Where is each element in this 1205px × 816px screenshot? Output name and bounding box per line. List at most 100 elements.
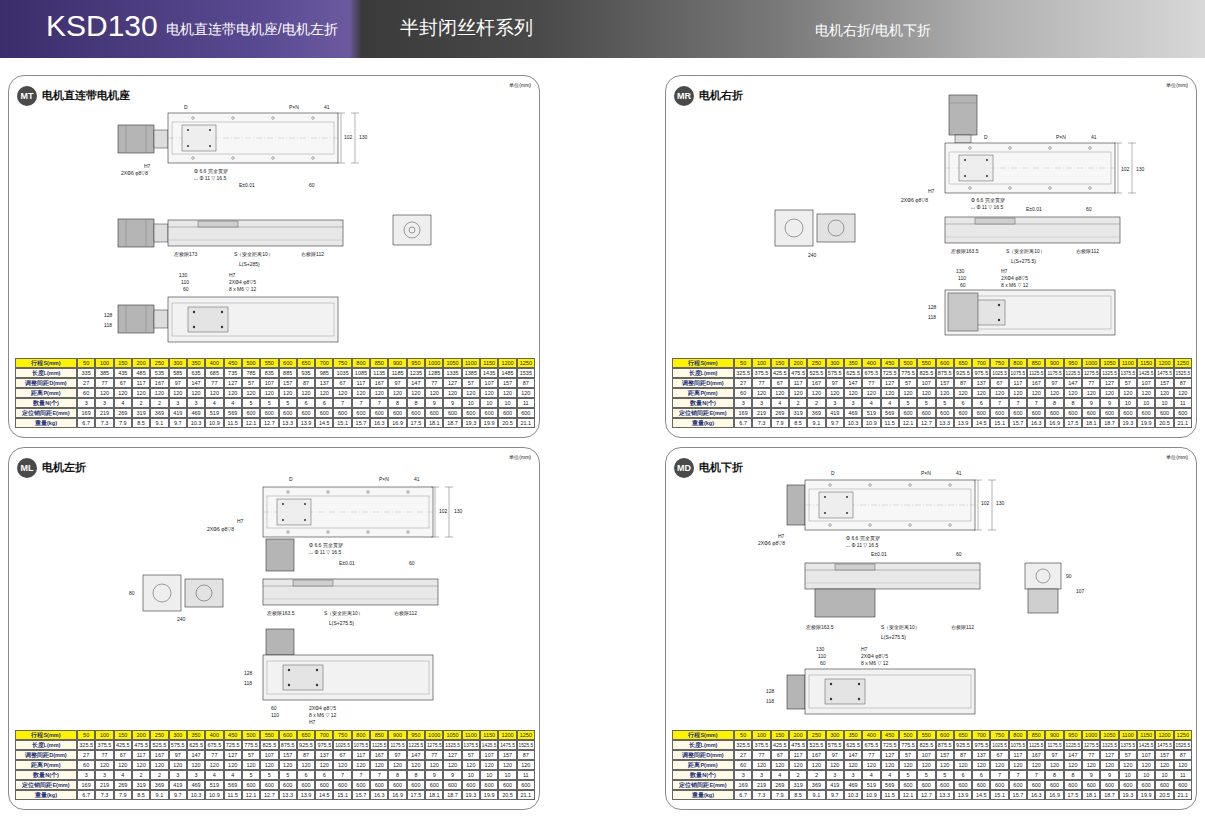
table-cell: 500 — [242, 730, 260, 740]
table-cell: 120 — [169, 760, 187, 770]
table-cell: 600 — [1100, 780, 1118, 790]
table-cell: 1225.5 — [1064, 740, 1082, 750]
table-cell: 12.7 — [917, 418, 935, 428]
dimension-label: 90 — [1066, 573, 1072, 579]
table-cell: 1275.5 — [1082, 368, 1100, 378]
table-cell: 77 — [425, 378, 443, 388]
table-cell: 750 — [990, 358, 1008, 368]
table-cell: 120 — [407, 760, 425, 770]
table-cell: 1100 — [462, 358, 480, 368]
table-cell: 3 — [844, 770, 862, 780]
table-cell: 6.7 — [77, 790, 95, 800]
table-cell: 20.5 — [1155, 418, 1173, 428]
table-cell: 120 — [917, 388, 935, 398]
table-cell: 3 — [169, 398, 187, 408]
table-cell: 147 — [844, 378, 862, 388]
table-cell: 350 — [844, 358, 862, 368]
table-cell: 120 — [1064, 388, 1082, 398]
table-cell: 375.5 — [95, 740, 113, 750]
table-cell: 6 — [315, 770, 333, 780]
table-cell: 875.5 — [936, 740, 954, 750]
table-cell: 120 — [315, 760, 333, 770]
table-cell: 10.9 — [862, 418, 880, 428]
table-cell: 1385 — [462, 368, 480, 378]
table-cell: 7.9 — [114, 418, 132, 428]
table-cell: 120 — [1027, 760, 1045, 770]
table-cell: 300 — [169, 358, 187, 368]
table-cell: 335 — [77, 368, 95, 378]
table-cell: 650 — [954, 730, 972, 740]
table-cell: 120 — [789, 760, 807, 770]
table-cell: 167 — [370, 378, 388, 388]
table-cell: 2 — [807, 398, 825, 408]
table-cell: 600 — [498, 780, 516, 790]
table-cell: 19.9 — [1137, 418, 1155, 428]
table-cell: 120 — [917, 760, 935, 770]
table-cell: 600 — [443, 408, 461, 418]
dimension-label: 右极限112 — [394, 610, 417, 616]
dimension-label: D — [289, 476, 293, 482]
table-cell: 450 — [224, 730, 242, 740]
table-cell: 97 — [826, 378, 844, 388]
table-cell: 10.3 — [187, 418, 205, 428]
table-cell: 18.1 — [1082, 418, 1100, 428]
table-cell: 16.3 — [1027, 790, 1045, 800]
table-cell: 157 — [498, 378, 516, 388]
drawing-part — [118, 219, 168, 247]
table-cell: 120 — [352, 388, 370, 398]
table-cell: 600 — [517, 408, 535, 418]
drawing-part — [263, 579, 438, 605]
view-panel: 电机左折单位(mm)MLDP×N41102130H72XΦ6 φ8▽8Φ 6.6… — [8, 447, 540, 810]
table-cell: 107 — [480, 750, 498, 760]
table-cell: 600 — [936, 408, 954, 418]
table-cell: 600 — [388, 780, 406, 790]
table-cell: 127 — [443, 378, 461, 388]
table-cell: 269 — [771, 780, 789, 790]
table-cell: 120 — [1064, 760, 1082, 770]
drawing-part — [143, 575, 223, 611]
table-cell: 1025.5 — [990, 740, 1008, 750]
table-cell: 269 — [114, 780, 132, 790]
dimension-label: Φ 6.6 完全贯穿 — [194, 168, 228, 174]
table-cell: 7 — [1027, 398, 1045, 408]
dimension-label: 130 — [816, 646, 824, 652]
table-cell: 519 — [862, 408, 880, 418]
table-cell: 120 — [1137, 388, 1155, 398]
table-cell: 600 — [1082, 780, 1100, 790]
table-cell: 3 — [734, 770, 752, 780]
table-cell: 97 — [388, 750, 406, 760]
table-cell: 77 — [205, 750, 223, 760]
table-cell: 15.1 — [990, 418, 1008, 428]
table-cell: 120 — [789, 388, 807, 398]
table-cell: 700 — [315, 730, 333, 740]
drawing-part — [1114, 143, 1136, 193]
table-cell: 120 — [132, 388, 150, 398]
dimension-label: 右极限112 — [951, 624, 974, 630]
table-cell: 1150 — [480, 730, 498, 740]
table-cell: 120 — [279, 388, 297, 398]
table-cell: 300 — [826, 730, 844, 740]
dimension-label: 41 — [1091, 134, 1097, 140]
table-cell: 600 — [315, 780, 333, 790]
table-row-header: 距离P(mm) — [672, 760, 734, 770]
table-cell: 8.5 — [132, 790, 150, 800]
table-cell: 5 — [242, 398, 260, 408]
table-cell: 77 — [205, 378, 223, 388]
table-cell: 4 — [114, 770, 132, 780]
view-badge: MD — [674, 458, 694, 478]
dimension-label: D — [831, 470, 835, 476]
table-cell: 900 — [388, 358, 406, 368]
drawing-part — [168, 297, 338, 342]
table-cell: 950 — [407, 358, 425, 368]
table-cell: 475.5 — [789, 740, 807, 750]
table-cell: 600 — [917, 780, 935, 790]
table-cell: 120 — [1174, 388, 1192, 398]
table-cell: 6 — [972, 770, 990, 780]
table-cell: 7 — [990, 770, 1008, 780]
table-cell: 120 — [972, 760, 990, 770]
table-cell: 107 — [1137, 750, 1155, 760]
table-cell: 1075.5 — [1009, 368, 1027, 378]
table-cell: 600 — [936, 358, 954, 368]
table-cell: 519 — [862, 780, 880, 790]
table-cell: 625.5 — [187, 740, 205, 750]
